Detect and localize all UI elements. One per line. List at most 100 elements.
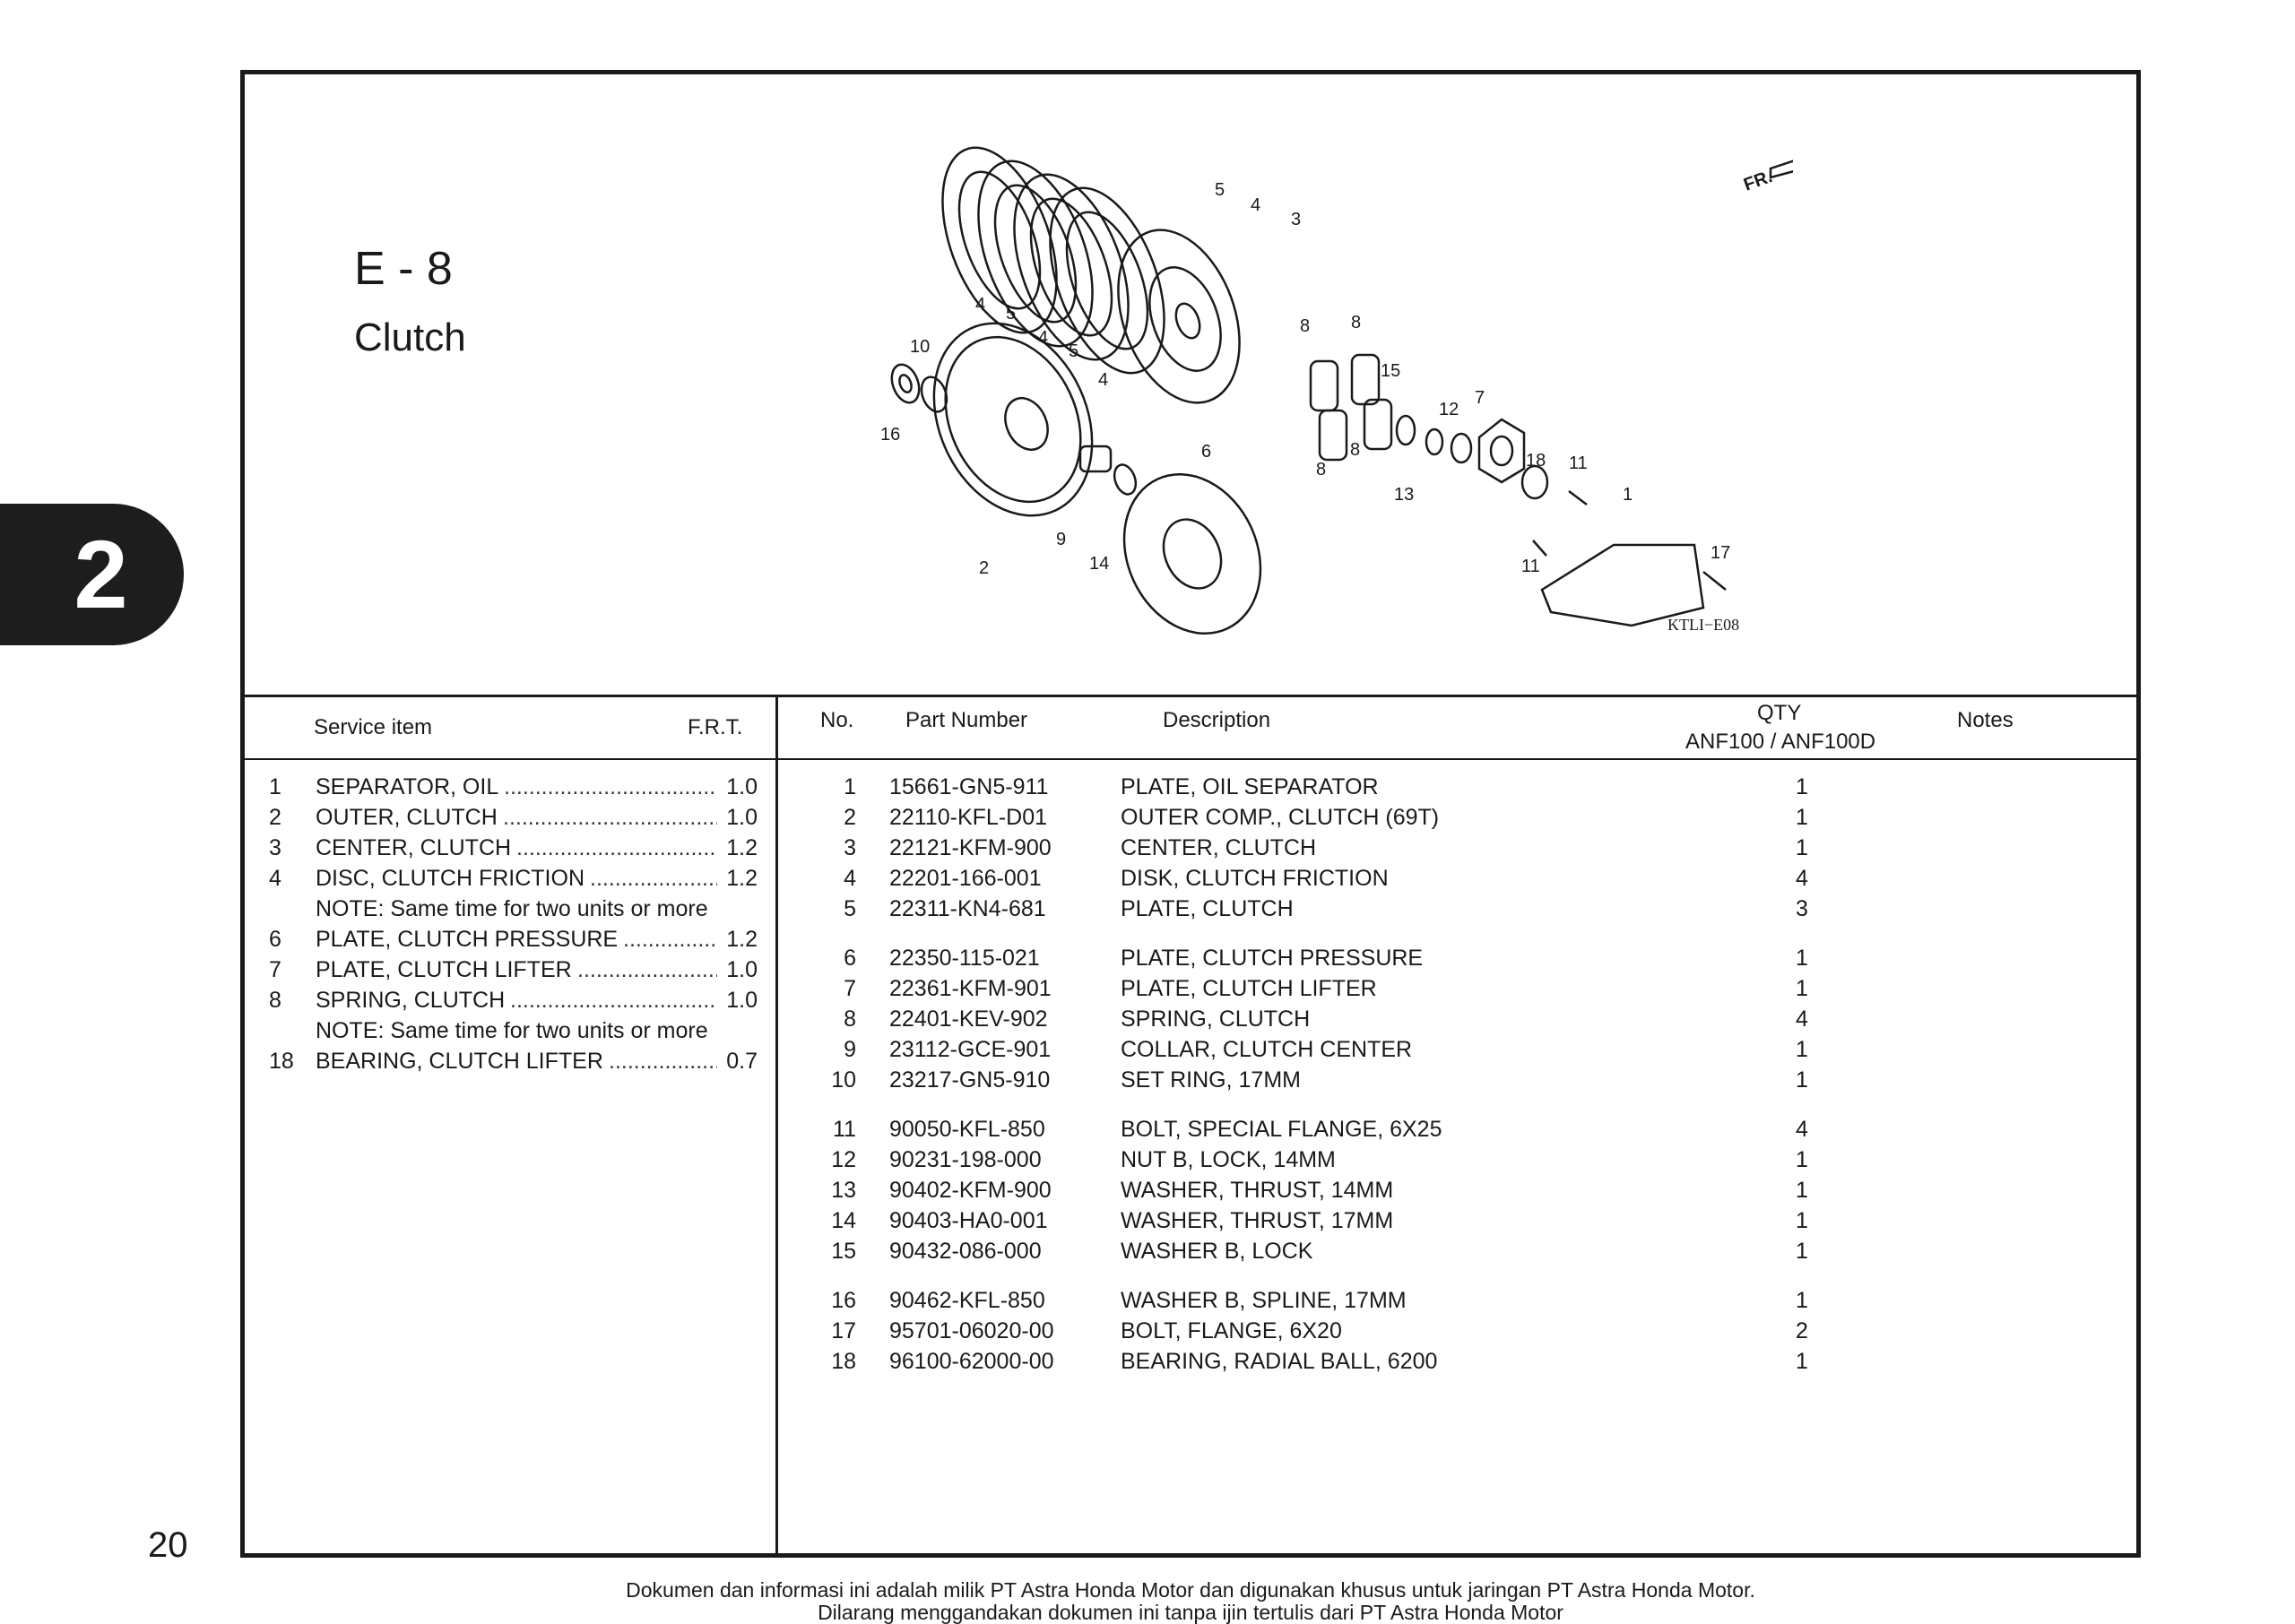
part-description: WASHER, THRUST, 14MM xyxy=(1121,1178,1394,1203)
figure-code: KTLI−E08 xyxy=(1667,616,1739,634)
service-row: 18 BEARING, CLUTCH LIFTER 0.7 ..........… xyxy=(269,1049,758,1079)
part-no: 8 xyxy=(844,1006,856,1032)
part-number: 95701-06020-00 xyxy=(889,1318,1054,1343)
part-no: 18 xyxy=(831,1349,856,1374)
dot-leader: ........................................… xyxy=(590,866,717,891)
description-header: Description xyxy=(1163,708,1271,732)
part-number: 90462-KFL-850 xyxy=(889,1288,1045,1313)
callout: 15 xyxy=(1381,361,1400,381)
part-row: 7 22361-KFM-901 PLATE, CLUTCH LIFTER 1 xyxy=(807,976,2107,1006)
part-number: 23112-GCE-901 xyxy=(889,1037,1052,1062)
service-frt: 1.2 xyxy=(726,835,758,860)
service-frt: 0.7 xyxy=(726,1049,758,1074)
part-no: 17 xyxy=(831,1318,856,1343)
part-number: 22311-KN4-681 xyxy=(889,896,1046,921)
part-no: 6 xyxy=(844,946,856,971)
part-no: 10 xyxy=(831,1067,856,1093)
part-row: 4 22201-166-001 DISK, CLUTCH FRICTION 4 xyxy=(807,866,2107,896)
callout: 13 xyxy=(1394,485,1414,505)
part-number: 22350-115-021 xyxy=(889,946,1040,971)
dot-leader: ........................................… xyxy=(504,774,717,799)
service-name: SEPARATOR, OIL xyxy=(316,774,499,799)
part-qty: 1 xyxy=(1796,1349,1808,1374)
part-number-header: Part Number xyxy=(905,708,1028,732)
dot-leader: ........................................… xyxy=(510,988,717,1013)
part-no: 13 xyxy=(831,1178,856,1203)
part-row: 18 96100-62000-00 BEARING, RADIAL BALL, … xyxy=(807,1349,2107,1379)
dot-leader: ........................................… xyxy=(577,957,717,982)
part-description: BOLT, FLANGE, 6X20 xyxy=(1121,1318,1342,1343)
part-no: 14 xyxy=(831,1208,856,1233)
callout: 5 xyxy=(1006,304,1016,324)
part-no: 12 xyxy=(831,1147,856,1172)
part-qty: 4 xyxy=(1796,1117,1808,1142)
footer-line-1: Dokumen dan informasi ini adalah milik P… xyxy=(626,1578,1755,1602)
part-row: 5 22311-KN4-681 PLATE, CLUTCH 3 xyxy=(807,896,2107,927)
callout: 6 xyxy=(1201,442,1211,462)
part-qty: 3 xyxy=(1796,896,1808,921)
part-description: PLATE, OIL SEPARATOR xyxy=(1121,774,1379,799)
callout: 1 xyxy=(1623,485,1632,505)
page-frame xyxy=(240,70,2141,1558)
page-number: 20 xyxy=(148,1525,188,1565)
callout: 3 xyxy=(1291,210,1301,229)
part-no: 15 xyxy=(831,1239,856,1264)
callout: 18 xyxy=(1526,451,1546,471)
part-qty: 1 xyxy=(1796,1208,1808,1233)
service-no: 4 xyxy=(269,866,281,891)
callout: 17 xyxy=(1710,543,1730,563)
notes-header: Notes xyxy=(1957,708,2014,732)
callout: 4 xyxy=(1098,370,1108,390)
footer-notice: Dokumen dan informasi ini adalah milik P… xyxy=(240,1579,2141,1624)
service-no: 1 xyxy=(269,774,281,799)
part-no: 5 xyxy=(844,896,856,921)
frt-header: F.R.T. xyxy=(688,715,743,739)
service-no: 3 xyxy=(269,835,281,860)
part-no: 4 xyxy=(844,866,856,891)
callout: 12 xyxy=(1439,400,1459,419)
part-row: 12 90231-198-000 NUT B, LOCK, 14MM 1 xyxy=(807,1147,2107,1178)
part-description: BOLT, SPECIAL FLANGE, 6X25 xyxy=(1121,1117,1442,1142)
service-no: 7 xyxy=(269,957,281,982)
part-description: SPRING, CLUTCH xyxy=(1121,1006,1311,1032)
service-row: 4 DISC, CLUTCH FRICTION 1.2 ............… xyxy=(269,866,758,896)
table-header-rule xyxy=(240,758,2141,760)
service-name: PLATE, CLUTCH LIFTER xyxy=(316,957,572,982)
service-name: DISC, CLUTCH FRICTION xyxy=(316,866,585,891)
part-description: WASHER B, SPLINE, 17MM xyxy=(1121,1288,1407,1313)
part-row: 1 15661-GN5-911 PLATE, OIL SEPARATOR 1 xyxy=(807,774,2107,805)
callout: 11 xyxy=(1569,454,1588,473)
part-number: 90403-HA0-001 xyxy=(889,1208,1048,1233)
part-qty: 1 xyxy=(1796,946,1808,971)
part-row: 17 95701-06020-00 BOLT, FLANGE, 6X20 2 xyxy=(807,1318,2107,1349)
chapter-tab: 2 xyxy=(0,504,184,645)
part-number: 23217-GN5-910 xyxy=(889,1067,1051,1093)
part-description: CENTER, CLUTCH xyxy=(1121,835,1317,860)
service-frt: 1.2 xyxy=(726,866,758,891)
dot-leader: ........................................… xyxy=(609,1049,717,1074)
part-description: OUTER COMP., CLUTCH (69T) xyxy=(1121,805,1440,830)
service-name: BEARING, CLUTCH LIFTER xyxy=(316,1049,603,1074)
service-no: 18 xyxy=(269,1049,294,1074)
part-row: 2 22110-KFL-D01 OUTER COMP., CLUTCH (69T… xyxy=(807,805,2107,835)
part-description: PLATE, CLUTCH LIFTER xyxy=(1121,976,1377,1001)
callout: 8 xyxy=(1300,316,1310,336)
section-code: E - 8 xyxy=(354,243,453,295)
callout: 11 xyxy=(1521,557,1540,576)
part-row: 10 23217-GN5-910 SET RING, 17MM 1 xyxy=(807,1067,2107,1098)
part-description: NUT B, LOCK, 14MM xyxy=(1121,1147,1336,1172)
part-row: 16 90462-KFL-850 WASHER B, SPLINE, 17MM … xyxy=(807,1288,2107,1318)
service-name: SPRING, CLUTCH xyxy=(316,988,506,1013)
service-frt: 1.0 xyxy=(726,957,758,982)
callout: 8 xyxy=(1351,313,1361,333)
dot-leader: ........................................… xyxy=(623,927,717,952)
part-qty: 4 xyxy=(1796,1006,1808,1032)
callout: 8 xyxy=(1316,460,1326,479)
part-number: 22401-KEV-902 xyxy=(889,1006,1048,1032)
part-row: 11 90050-KFL-850 BOLT, SPECIAL FLANGE, 6… xyxy=(807,1117,2107,1147)
callout: 8 xyxy=(1350,440,1360,460)
part-qty: 1 xyxy=(1796,805,1808,830)
callout: 10 xyxy=(910,337,930,357)
service-frt: 1.0 xyxy=(726,988,758,1013)
dot-leader: ........................................… xyxy=(516,835,717,860)
